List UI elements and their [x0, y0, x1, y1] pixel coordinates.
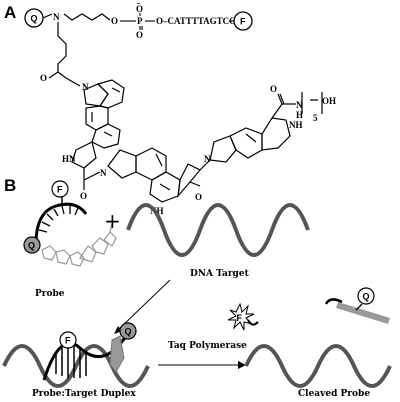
plus-sign: +: [104, 209, 121, 233]
amide-carbonyl-2: [83, 171, 101, 190]
oligo-sequence: O–CATTTTAGTCCTC: [156, 16, 248, 26]
ester-o1: O: [111, 16, 118, 26]
taq-label: Taq Polymerase: [168, 341, 247, 351]
pyrrole-ring-2: [177, 163, 201, 198]
amide-bond-3: [199, 159, 211, 171]
probe-label: Probe: [35, 289, 65, 299]
tail-n: N: [296, 100, 303, 110]
tail-n-count: 5: [313, 113, 318, 123]
svg-text:-: -: [137, 0, 140, 8]
panel-b-letter: B: [4, 176, 16, 195]
dna-target-label: DNA Target: [190, 269, 250, 279]
indoline-n2: N: [100, 168, 107, 178]
indoline-n3: N: [204, 154, 211, 164]
duplex-f: F: [65, 336, 71, 346]
cleaved-label: Cleaved Probe: [298, 389, 370, 399]
nh-label-3: NH: [289, 120, 303, 130]
duplex-diagram: F Q: [2, 322, 150, 388]
svg-text:F: F: [240, 17, 246, 27]
linker-chain: [42, 13, 111, 72]
indoline-unit-2: [107, 147, 181, 203]
tail-oh: OH: [322, 96, 336, 106]
amine-n: N: [53, 12, 60, 22]
terminal-amide: [271, 92, 323, 119]
indoline-unit-3: [209, 117, 291, 163]
probe-f: F: [57, 185, 63, 195]
probe-q: Q: [28, 241, 35, 251]
tail-h: H: [296, 110, 303, 120]
arrow-combine: [114, 279, 171, 334]
svg-text:O: O: [136, 4, 143, 14]
fluorophore-circle-a: F: [233, 11, 253, 31]
phosphate-group: O - P O: [120, 0, 155, 40]
carbonyl-o2: O: [80, 191, 87, 201]
duplex-label: Probe:Target Duplex: [32, 389, 136, 399]
released-f: F: [237, 313, 243, 323]
carbonyl-o3: O: [195, 192, 202, 202]
svg-text:Q: Q: [31, 14, 38, 24]
cleaved-q: Q: [363, 292, 370, 302]
carbonyl-o4: O: [270, 84, 277, 94]
cleaved-target-wave: [244, 344, 392, 388]
quencher-circle-a: Q: [24, 8, 44, 28]
indoline-unit-1: [83, 79, 125, 149]
indoline-n1: N: [82, 82, 89, 92]
cleaved-quencher-piece: Q: [324, 287, 390, 324]
dna-target-wave: [126, 203, 310, 257]
carbonyl-o1: O: [40, 73, 47, 83]
pyrrole-ring-1: [71, 141, 97, 180]
arrow-taq: [158, 361, 246, 369]
svg-text:P: P: [137, 16, 143, 26]
panel-a-letter: A: [4, 3, 16, 22]
svg-text:O: O: [136, 30, 143, 40]
released-fluor-burst: F: [227, 302, 259, 331]
probe-diagram: F Q: [23, 180, 117, 267]
duplex-q: Q: [125, 327, 132, 337]
hn-label-1: HN: [62, 154, 76, 164]
amide-carbonyl: [48, 71, 81, 87]
